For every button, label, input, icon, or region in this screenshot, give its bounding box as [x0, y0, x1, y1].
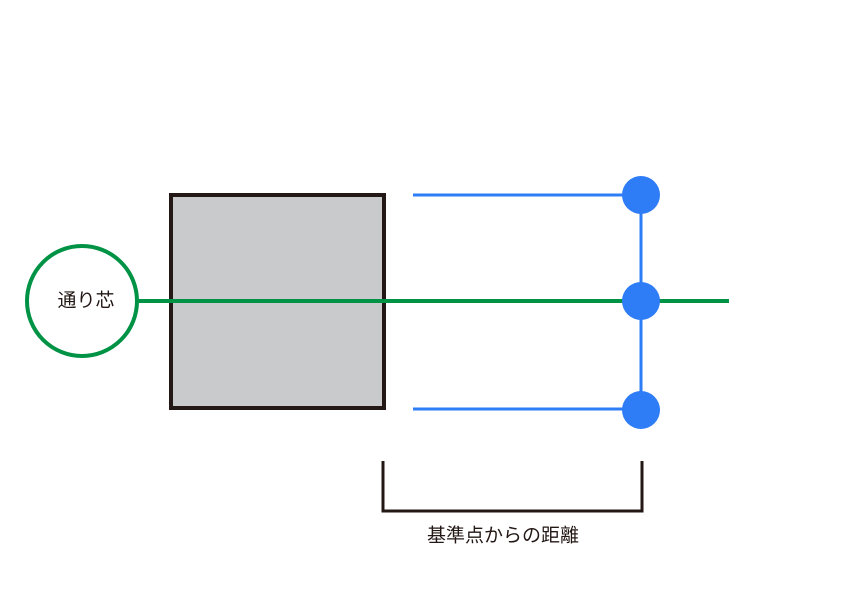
- centerline-label: 通り芯: [57, 289, 115, 312]
- point-top: [622, 176, 660, 214]
- point-bottom: [622, 391, 660, 429]
- centerline-circle: [25, 244, 139, 358]
- distance-label: 基準点からの距離: [426, 524, 580, 547]
- distance-bracket: [381, 461, 644, 513]
- point-middle: [622, 282, 660, 320]
